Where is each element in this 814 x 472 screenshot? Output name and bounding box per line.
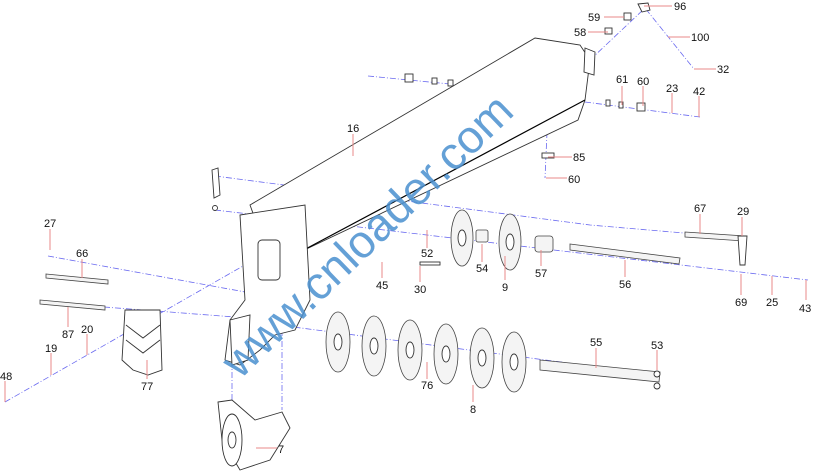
callout-8: 8 [470,404,476,416]
callout-60: 60 [637,76,649,88]
frame-body [211,167,311,366]
callout-67: 67 [694,203,706,215]
callout-43: 43 [799,303,811,315]
callout-9: 9 [502,282,508,294]
callout-96: 96 [674,1,686,13]
callout-59: 59 [588,12,600,24]
callout-16: 16 [347,123,359,135]
callout-27: 27 [44,218,56,230]
callout-labels: 96 59 58 100 32 61 60 23 42 16 85 60 67 … [0,1,811,456]
callout-77: 77 [141,381,153,393]
callout-87: 87 [62,329,74,341]
callout-61: 61 [616,74,628,86]
callout-100: 100 [691,32,709,44]
callout-29: 29 [737,206,749,218]
callout-69: 69 [735,297,747,309]
small-parts [404,2,651,159]
callout-45: 45 [376,280,388,292]
callout-42: 42 [693,86,705,98]
bottom-bracket-part-7 [217,399,291,471]
callout-54: 54 [476,263,488,275]
callout-25: 25 [766,297,778,309]
callout-76: 76 [421,380,433,392]
callout-57: 57 [535,268,547,280]
callout-32: 32 [717,64,729,76]
callout-85: 85 [573,152,585,164]
callout-53: 53 [651,340,663,352]
callout-20: 20 [81,324,93,336]
left-parts [39,273,163,376]
upper-sheaves [419,209,748,271]
leader-lines [4,5,807,449]
callout-7: 7 [278,444,284,456]
callout-23: 23 [666,83,678,95]
callout-19: 19 [45,343,57,355]
callout-58: 58 [574,27,586,39]
callout-56: 56 [619,279,631,291]
lower-sheaves [325,311,661,393]
callout-60-lower: 60 [568,174,580,186]
callout-66: 66 [76,248,88,260]
callout-52: 52 [421,248,433,260]
callout-48: 48 [0,371,12,383]
callout-30: 30 [414,284,426,296]
callout-55: 55 [590,337,602,349]
